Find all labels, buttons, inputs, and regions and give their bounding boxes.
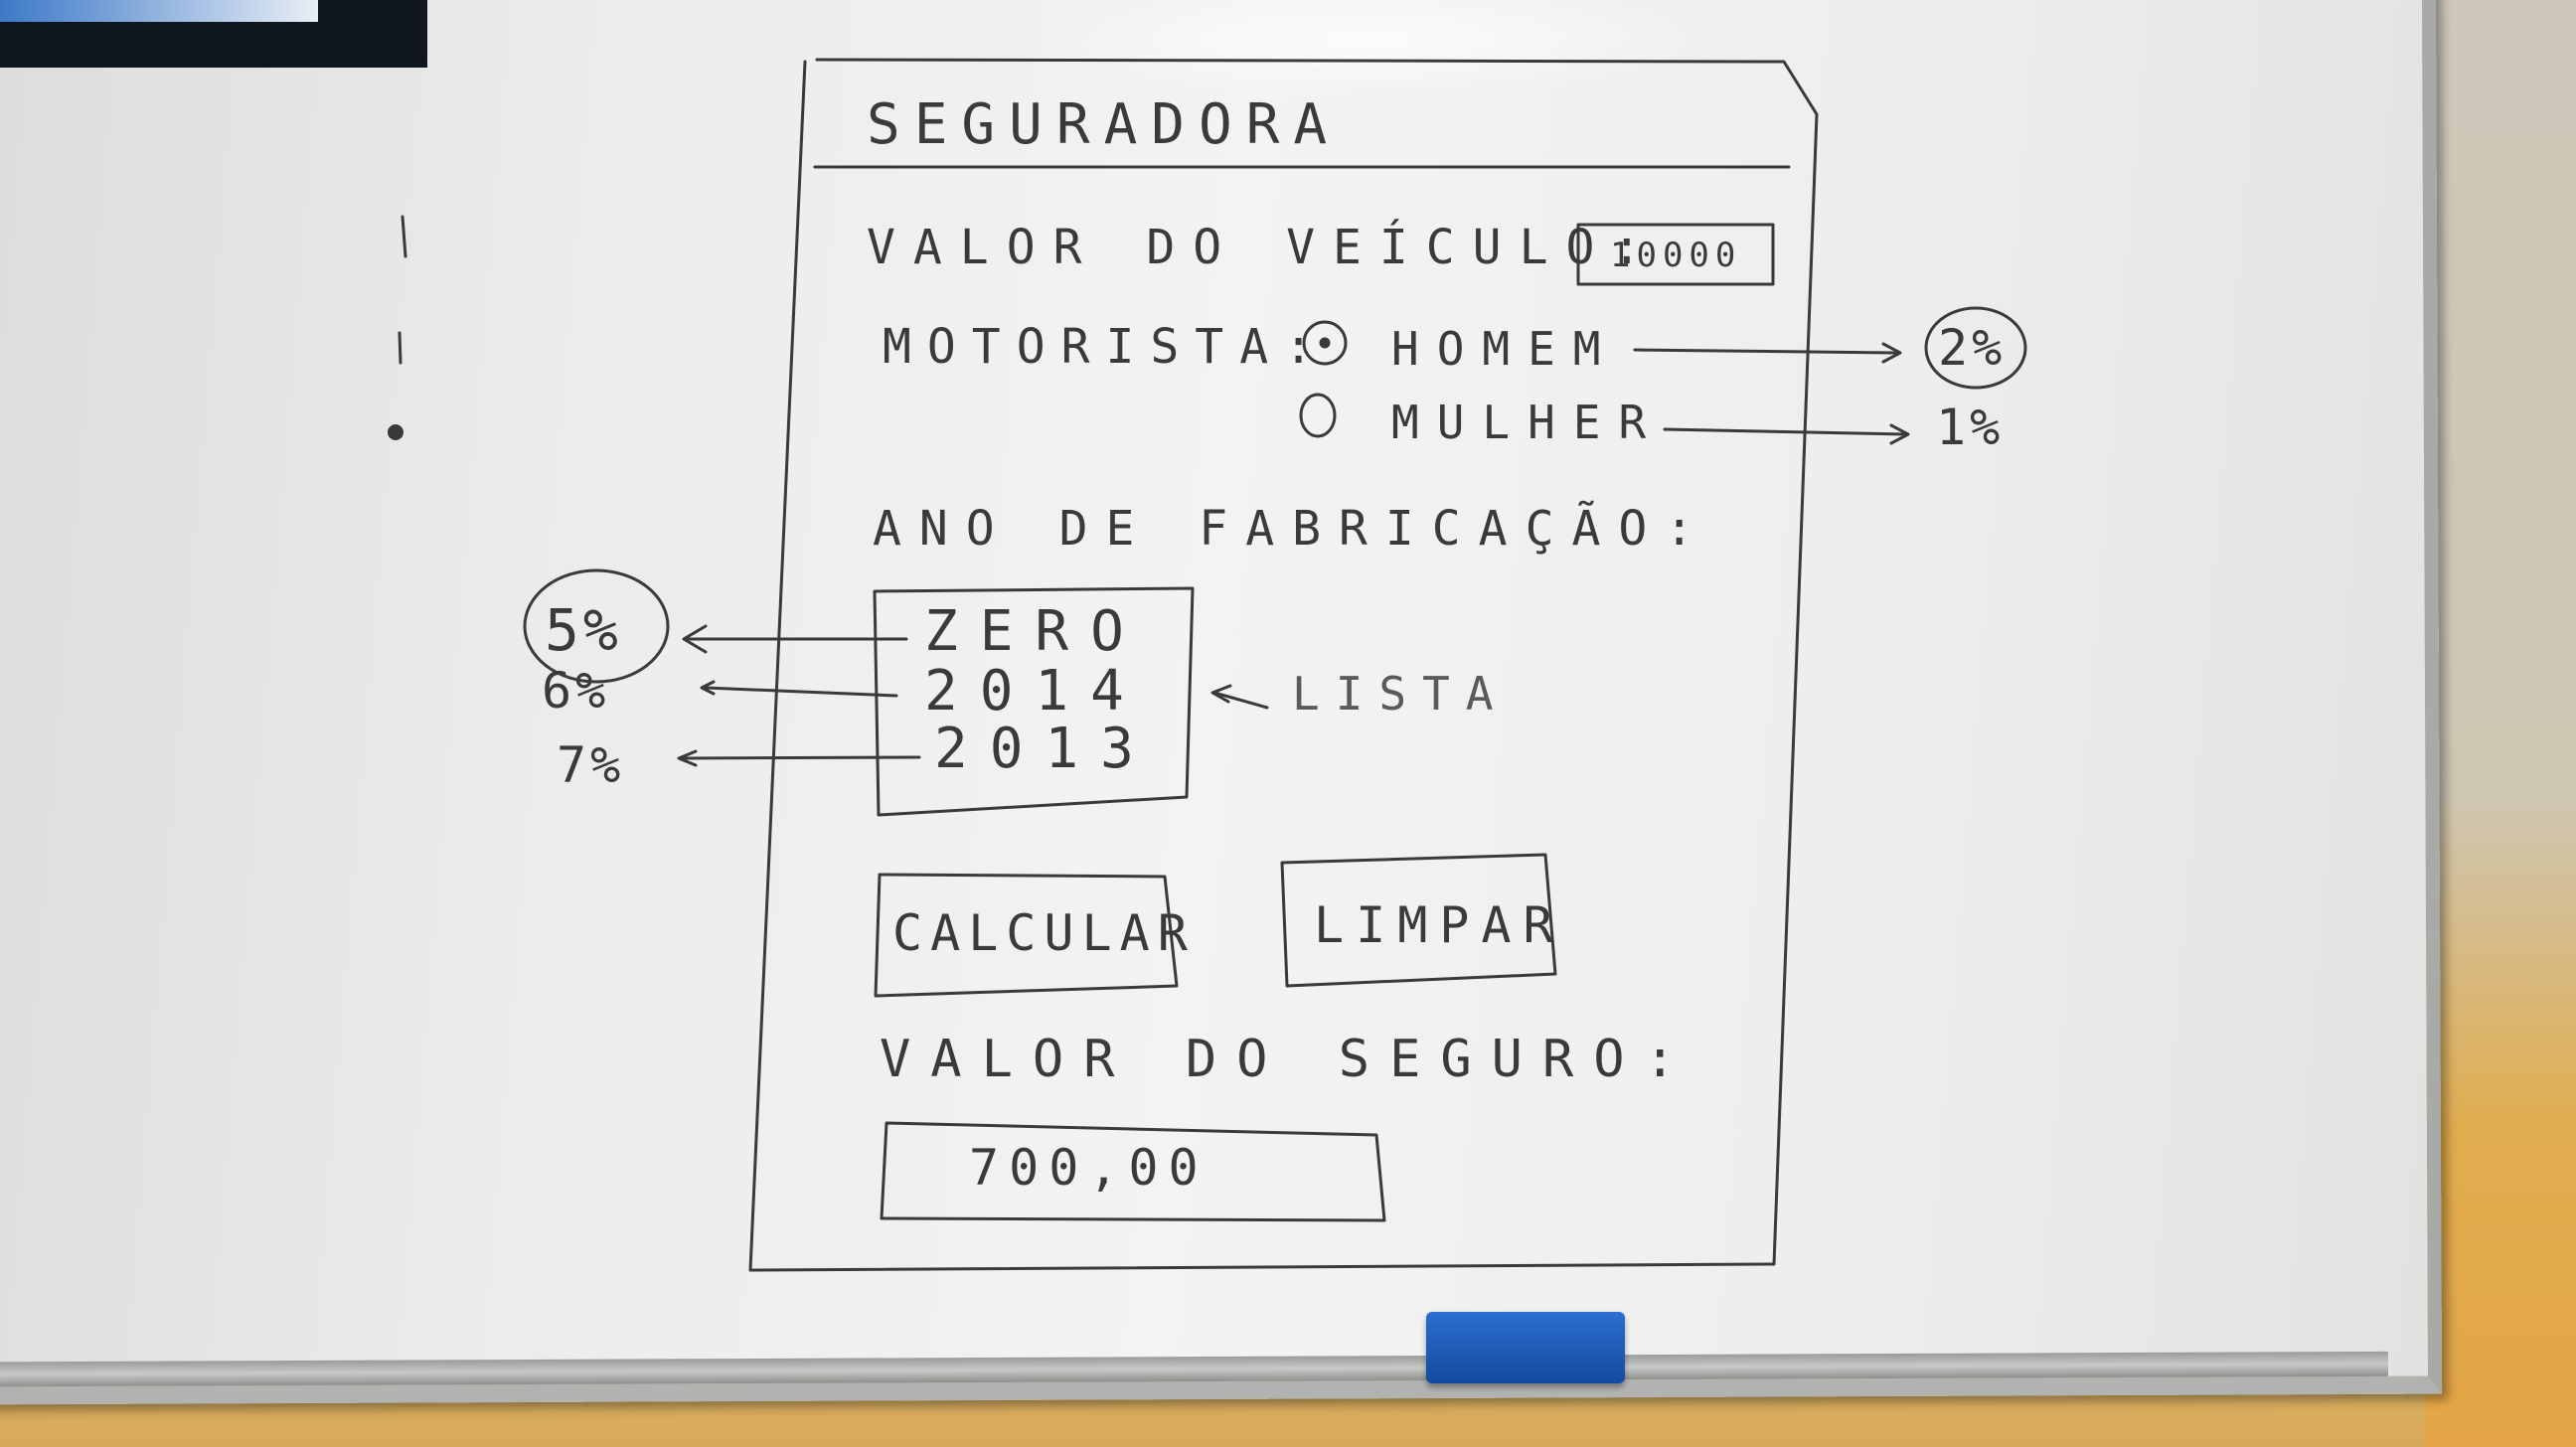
window-frame <box>748 58 1819 1272</box>
radio-mulher[interactable] <box>1297 393 1342 440</box>
app-title: SEGURADORA <box>867 92 1342 157</box>
vehicle-value-input-hit[interactable] <box>1578 225 1773 284</box>
vehicle-value-input[interactable]: 10000 <box>1610 236 1742 275</box>
clear-button[interactable]: LIMPAR <box>1314 896 1565 954</box>
clear-button-hit[interactable] <box>1282 857 1552 982</box>
vehicle-value-input-box <box>1576 223 1775 286</box>
year-list-box <box>873 586 1195 817</box>
list-annotation: LISTA <box>1292 667 1510 721</box>
arrow-zero <box>682 624 908 654</box>
insurance-value-label: VALOR DO SEGURO: <box>880 1030 1695 1089</box>
arrow-lista <box>1210 684 1269 710</box>
margin-mark-2 <box>398 331 402 365</box>
radio-homem-dot <box>1319 337 1331 349</box>
arrow-2013 <box>677 749 921 767</box>
monitor-corner <box>0 0 427 68</box>
arrow-homem <box>1633 342 1902 364</box>
calculate-button-box <box>874 873 1179 998</box>
rate-mulher: 1% <box>1936 399 2005 456</box>
calculate-button[interactable]: CALCULAR <box>892 904 1196 962</box>
radio-mulher-label[interactable]: MULHER <box>1391 396 1665 449</box>
year-option-zero[interactable]: ZERO <box>924 599 1146 664</box>
clear-button-box <box>1280 853 1557 988</box>
margin-mark-1 <box>401 215 407 258</box>
whiteboard-eraser <box>1426 1312 1625 1383</box>
calculate-button-hit[interactable] <box>876 875 1174 992</box>
year-option-2013[interactable]: 2013 <box>934 717 1156 781</box>
rate-homem: 2% <box>1938 319 2007 377</box>
rate-zero: 5% <box>545 596 622 664</box>
rate-2014: 6% <box>542 662 610 720</box>
monitor-screen <box>0 0 318 22</box>
wall <box>2425 0 2576 1447</box>
circle-2pct <box>1924 306 2027 390</box>
result-output-box <box>880 1121 1386 1222</box>
arrow-mulher <box>1663 423 1910 445</box>
driver-label: MOTORISTA: <box>883 319 1329 375</box>
rate-2013: 7% <box>557 736 625 794</box>
radio-homem[interactable] <box>1300 318 1352 370</box>
vehicle-value-label: VALOR DO VEÍCULO: <box>867 220 1660 275</box>
arrow-2014 <box>700 680 898 698</box>
radio-mulher-outer <box>1299 393 1337 438</box>
year-label: ANO DE FABRICAÇÃO: <box>873 501 1712 557</box>
margin-dot <box>388 424 403 440</box>
radio-homem-label[interactable]: HOMEM <box>1391 322 1619 376</box>
year-option-2014[interactable]: 2014 <box>924 659 1146 724</box>
insurance-value-output: 700,00 <box>969 1139 1208 1197</box>
radio-homem-outer <box>1302 320 1348 366</box>
circle-5pct <box>523 568 670 684</box>
